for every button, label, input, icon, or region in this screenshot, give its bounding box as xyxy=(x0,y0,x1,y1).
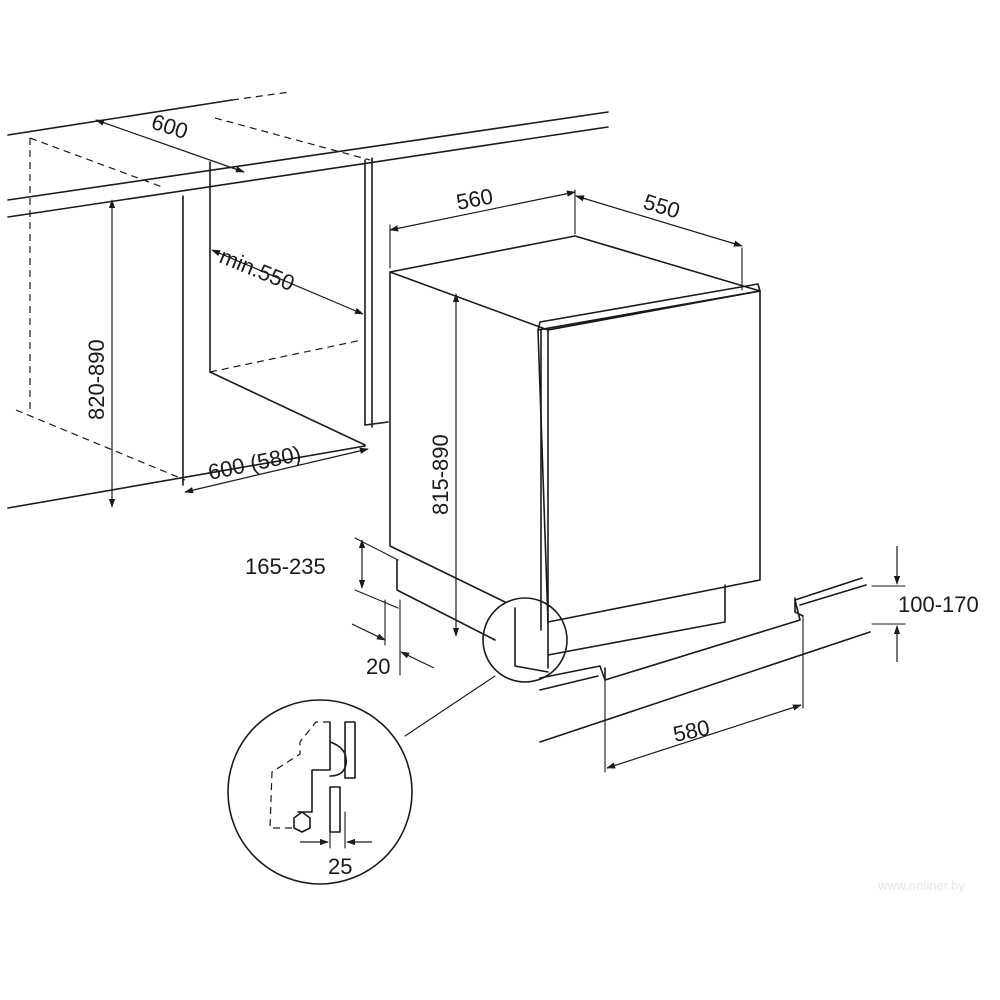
min-550-arrow xyxy=(211,249,364,315)
appliance-base xyxy=(547,584,726,656)
detail-hook xyxy=(329,741,347,777)
detail-door-upper xyxy=(344,721,356,779)
detail-circle xyxy=(227,699,413,885)
plinth-width-label: 580 xyxy=(671,715,712,747)
appliance-base-side xyxy=(514,607,549,673)
appliance-side xyxy=(389,271,506,603)
niche-depth-label: 600 xyxy=(148,109,191,144)
depth-550-arrow xyxy=(575,195,743,247)
gap-20-arrow-left xyxy=(351,623,386,641)
niche-back-floor-hidden xyxy=(209,339,363,373)
appliance xyxy=(389,235,761,673)
depth-600-arrow xyxy=(95,119,245,173)
door-top-edge xyxy=(537,283,761,331)
appliance-dimensions: 560 550 815-890 165-235 20 100-170 580 xyxy=(245,183,979,769)
gap-20-arrow-right xyxy=(400,651,435,669)
worktop-front-edge xyxy=(7,126,609,218)
door-offset-height-label: 165-235 xyxy=(245,554,326,579)
plinth-lower xyxy=(539,631,871,743)
detail-gap-label: 25 xyxy=(328,854,352,879)
appliance-side-inner xyxy=(396,559,496,641)
appliance-depth-label: 550 xyxy=(641,189,683,224)
plinth-upper xyxy=(799,584,867,606)
floor-hidden xyxy=(15,409,186,481)
niche-floor xyxy=(209,371,366,446)
niche-width-label: 600 (580) xyxy=(206,441,303,485)
door-panel xyxy=(537,290,761,623)
plinth-width-arrow xyxy=(606,704,802,769)
plinth-height-label: 100-170 xyxy=(898,592,979,617)
detail-profile xyxy=(297,721,331,813)
detail-leader-line xyxy=(404,675,496,737)
niche-height-label: 820-890 xyxy=(84,339,109,420)
right-cabinet-bottom xyxy=(364,421,389,426)
floor-line xyxy=(7,445,366,509)
plinth-top-2 xyxy=(539,675,599,691)
worktop-side-hidden xyxy=(29,137,166,189)
niche-min-width-label: min.550 xyxy=(216,243,298,296)
appliance-height-label: 815-890 xyxy=(428,434,453,515)
watermark: www.onliner.by xyxy=(877,878,965,893)
front-gap-label: 20 xyxy=(366,654,390,679)
ext-165-bottom xyxy=(354,589,399,609)
worktop-side-hidden-2 xyxy=(214,117,371,161)
detail-callout: 25 xyxy=(227,597,568,885)
width-600-580-arrow xyxy=(184,447,369,494)
worktop-back-edge xyxy=(7,99,233,136)
ext-165-top xyxy=(354,537,399,561)
worktop-back-hidden xyxy=(231,91,291,101)
plinth xyxy=(539,577,871,773)
worktop-front-edge-lower xyxy=(7,111,609,201)
detail-hidden-outline xyxy=(269,721,330,829)
plinth-top xyxy=(539,577,863,681)
width-560-arrow xyxy=(389,190,576,232)
detail-marker-circle xyxy=(482,597,568,683)
plinth-step-right xyxy=(794,597,804,617)
detail-door-lower xyxy=(329,786,341,833)
kitchen-niche xyxy=(7,91,609,509)
detail-foot xyxy=(293,811,311,833)
